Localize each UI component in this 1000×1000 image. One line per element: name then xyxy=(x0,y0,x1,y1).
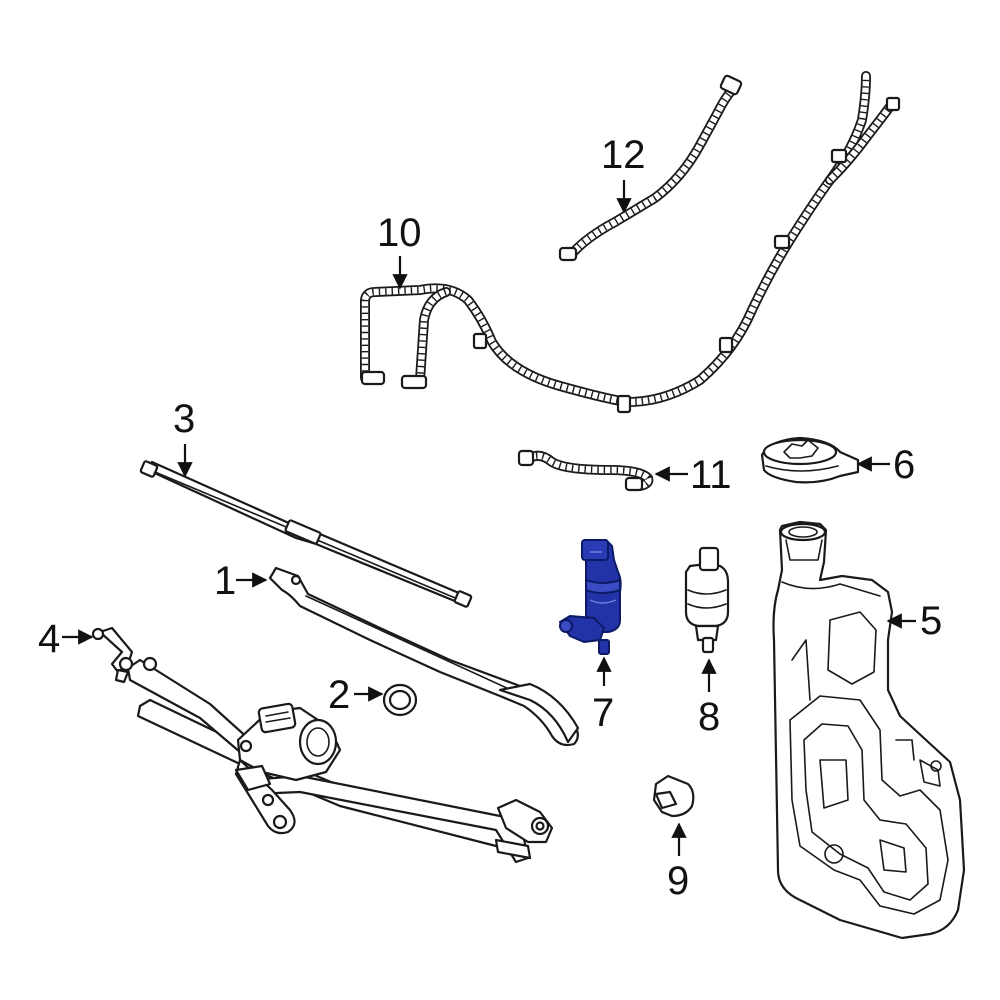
callout-4: 4 xyxy=(38,617,94,661)
callout-7: 7 xyxy=(592,656,614,735)
pump-connector xyxy=(581,539,609,561)
callout-6: 6 xyxy=(856,443,915,487)
part-2-grommet[interactable] xyxy=(382,683,418,717)
callout-7-number: 7 xyxy=(592,691,614,735)
callout-11: 11 xyxy=(654,453,732,497)
callout-5-number: 5 xyxy=(920,599,942,643)
part-7-washer-pump[interactable] xyxy=(559,539,622,655)
callout-9-number: 9 xyxy=(667,859,689,903)
callout-11-number: 11 xyxy=(690,453,732,497)
callout-4-number: 4 xyxy=(38,617,60,661)
callout-1: 1 xyxy=(214,559,268,603)
part-6-cap[interactable] xyxy=(760,436,860,484)
part-5-reservoir[interactable] xyxy=(772,520,966,940)
callout-5: 5 xyxy=(886,599,942,643)
callout-10-number: 10 xyxy=(377,211,422,255)
part-3-wiper-blade[interactable] xyxy=(139,460,473,608)
callout-2-number: 2 xyxy=(328,673,350,717)
pump-band xyxy=(585,579,621,594)
part-12-hose[interactable] xyxy=(558,74,743,262)
callout-12: 12 xyxy=(601,133,646,214)
part-8-washer-pump[interactable] xyxy=(684,546,730,654)
part-9-clip[interactable] xyxy=(652,774,695,818)
callout-6-number: 6 xyxy=(893,443,915,487)
callout-12-number: 12 xyxy=(601,133,646,177)
part-10-hose-harness[interactable] xyxy=(360,71,901,414)
pump-outlet-port xyxy=(559,619,573,633)
callout-10: 10 xyxy=(377,211,422,290)
callout-3-number: 3 xyxy=(173,397,195,441)
pump-nozzle xyxy=(598,639,610,655)
callout-1-number: 1 xyxy=(214,559,236,603)
callout-8: 8 xyxy=(698,658,720,739)
callout-3: 3 xyxy=(173,397,195,478)
callout-8-number: 8 xyxy=(698,695,720,739)
callout-9: 9 xyxy=(667,822,689,903)
part-1-wiper-arm[interactable] xyxy=(268,566,580,747)
callout-2: 2 xyxy=(328,673,384,717)
part-4-wiper-linkage-motor[interactable] xyxy=(91,626,554,864)
part-11-hose[interactable] xyxy=(517,449,654,492)
